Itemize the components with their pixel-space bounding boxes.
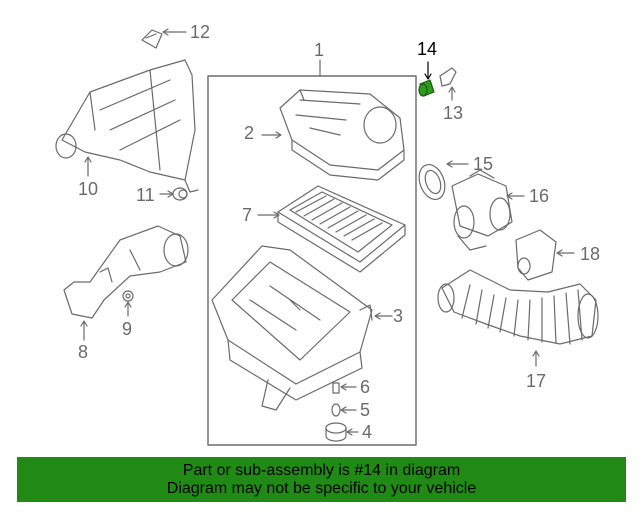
part-10-resonator[interactable] [55, 59, 199, 193]
banner-line-2: Diagram may not be specific to your vehi… [166, 480, 477, 497]
part-16-air-flow-meter[interactable] [451, 169, 513, 251]
part-3-lower-case[interactable] [211, 245, 373, 411]
callout-10: 10 [78, 179, 99, 199]
part-2-upper-cover[interactable] [279, 89, 405, 181]
part-5-grommet[interactable] [331, 403, 341, 417]
part-7-filter-element[interactable] [277, 185, 406, 273]
callout-14-highlighted: 14 [417, 39, 438, 59]
banner-line-1: Part or sub-assembly is #14 in diagram [182, 462, 461, 479]
part-14-sensor[interactable] [418, 79, 435, 97]
callout-2: 2 [244, 123, 255, 143]
callout-9: 9 [122, 319, 133, 339]
part-8-air-duct[interactable] [63, 225, 189, 319]
callout-15: 15 [473, 154, 494, 174]
part-6-bolt[interactable] [332, 382, 340, 394]
callout-11: 11 [136, 185, 155, 205]
part-15-gasket[interactable] [415, 161, 450, 203]
callout-13: 13 [443, 103, 464, 123]
callout-4: 4 [362, 422, 373, 442]
callout-3: 3 [393, 306, 404, 326]
assembly-1-box [207, 75, 417, 446]
part-18-cap[interactable] [515, 229, 557, 281]
info-banner: Part or sub-assembly is #14 in diagram D… [17, 457, 626, 502]
callout-8: 8 [78, 342, 89, 362]
part-4-collar[interactable] [325, 422, 347, 442]
callout-17: 17 [526, 371, 547, 391]
callout-16: 16 [529, 186, 550, 206]
part-17-intake-hose[interactable] [437, 269, 599, 345]
callout-7: 7 [242, 205, 253, 225]
callout-12: 12 [190, 22, 211, 42]
part-9-grommet[interactable] [122, 290, 134, 302]
callout-1: 1 [314, 40, 325, 60]
callout-6: 6 [360, 377, 371, 397]
part-13-bracket[interactable] [439, 67, 457, 87]
callout-5: 5 [360, 400, 371, 420]
part-11-clamp[interactable] [172, 187, 188, 201]
callout-18: 18 [580, 244, 601, 264]
parts-diagram [55, 28, 599, 446]
part-12-clip[interactable] [141, 29, 163, 49]
